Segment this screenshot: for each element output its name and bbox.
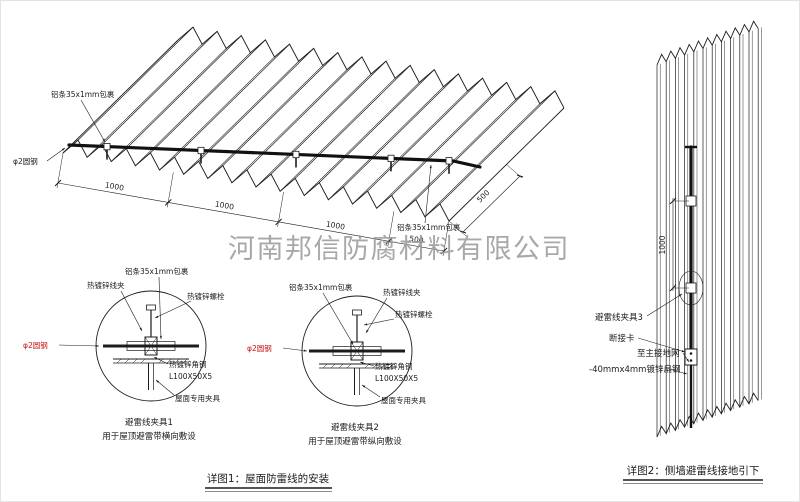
wire-clamp bbox=[197, 146, 205, 164]
caption-detail1-text: 详图1：屋面防雷线的安装 bbox=[207, 472, 330, 485]
label-galv-clamp: 热镀锌线夹 bbox=[383, 287, 421, 297]
wire-clamp bbox=[292, 150, 300, 168]
wire-clamp bbox=[445, 157, 453, 174]
company-watermark: 河南邦信防腐材料有限公司 bbox=[228, 234, 570, 265]
caption-detail2-text: 详图2：侧墙避雷线接地引下 bbox=[627, 464, 760, 477]
wall-labels: 避雷线夹具3 断接卡 至主接地网 -40mmx4mm镀锌扁钢 bbox=[589, 293, 690, 375]
dim-label: 500 bbox=[409, 234, 425, 245]
caption-detail1: 详图1：屋面防雷线的安装 bbox=[205, 472, 332, 492]
wall-dimension: 1000 bbox=[658, 197, 689, 292]
label-clamp3: 避雷线夹具3 bbox=[595, 312, 643, 323]
disconnect-link bbox=[684, 348, 698, 366]
label-galv-bolt: 热镀锌螺栓 bbox=[395, 309, 433, 319]
corrugated-roof bbox=[62, 26, 565, 222]
detail-circle-1: 热镀锌线夹 铝条35x1mm包裹 热镀锌螺栓 φ2圆钢 热镀锌角钢 L100X5… bbox=[23, 266, 225, 442]
detail1-title: 避雷线夹具1 bbox=[125, 417, 173, 428]
label-roof-clamp: 屋面专用夹具 bbox=[381, 395, 426, 405]
label-al-strip: 铝条35x1mm包裹 bbox=[125, 266, 189, 276]
dim-label: 500 bbox=[475, 188, 492, 205]
label-to-ground-grid: 至主接地网 bbox=[637, 348, 680, 359]
label-angle-spec: L100X50X5 bbox=[169, 372, 212, 381]
caption-detail2: 详图2：侧墙避雷线接地引下 bbox=[623, 464, 763, 484]
corrugated-wall bbox=[656, 20, 762, 438]
label-round-steel: φ2圆钢 bbox=[247, 343, 272, 353]
wire-clamp bbox=[103, 142, 111, 160]
label-galv-bolt: 热镀锌螺栓 bbox=[187, 291, 225, 301]
label-roof-clamp: 屋面专用夹具 bbox=[175, 393, 220, 403]
label-angle-steel: 热镀锌角钢 bbox=[169, 359, 207, 369]
roof-lightning-wire bbox=[67, 142, 482, 174]
roof-labels: 铝条35x1mm包裹 φ2圆钢 铝条35x1mm包裹 bbox=[13, 89, 461, 232]
label-al-strip-top: 铝条35x1mm包裹 bbox=[51, 89, 115, 99]
label-galv-clamp: 热镀锌线夹 bbox=[87, 280, 125, 290]
wire-clamp bbox=[387, 154, 395, 172]
dim-label: 1000 bbox=[325, 219, 346, 231]
label-al-strip: 铝条35x1mm包裹 bbox=[289, 282, 353, 292]
dim-label: 1000 bbox=[658, 235, 667, 254]
detail1-subtitle: 用于屋顶避雷带横向敷设 bbox=[102, 431, 196, 442]
detail2-title: 避雷线夹具2 bbox=[331, 422, 379, 433]
label-angle-spec: L100X50X5 bbox=[375, 374, 418, 383]
label-al-strip-right: 铝条35x1mm包裹 bbox=[397, 222, 461, 232]
label-round-steel: φ2圆钢 bbox=[23, 340, 48, 350]
wall-down-conductor bbox=[678, 145, 704, 428]
label-round-steel: φ2圆钢 bbox=[13, 156, 38, 166]
label-flat-steel: -40mmx4mm镀锌扁钢 bbox=[589, 364, 680, 375]
label-angle-steel: 热镀锌角钢 bbox=[375, 361, 413, 371]
dim-label: 1000 bbox=[214, 199, 235, 211]
dim-label: 1000 bbox=[104, 180, 125, 192]
detail2-subtitle: 用于屋顶避雷带纵向敷设 bbox=[308, 436, 402, 447]
detail-circle-2: 铝条35x1mm包裹 热镀锌线夹 热镀锌螺栓 φ2圆钢 热镀锌角钢 L100X5… bbox=[247, 282, 433, 447]
label-disconnect-link: 断接卡 bbox=[609, 333, 635, 344]
